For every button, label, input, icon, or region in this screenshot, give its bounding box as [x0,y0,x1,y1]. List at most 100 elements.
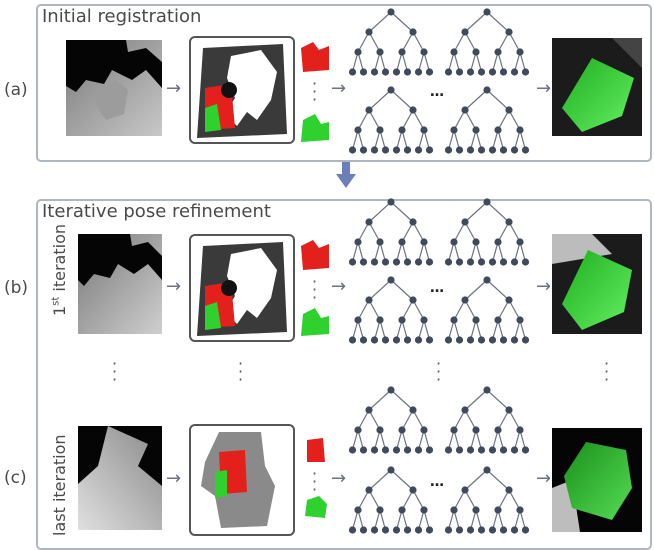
vertical-dots-row-1: ··· [112,354,118,389]
tree-node [455,336,464,344]
arrow-b3: → [536,276,552,297]
tree-node [398,126,406,134]
depth-image-a [66,40,162,136]
tree-edge [464,299,477,321]
tree-node [403,68,412,76]
tree-edge [368,469,392,491]
depth-image-a-graphic [66,40,162,136]
tree-edge [464,109,477,131]
tree-edge [497,221,510,243]
tree-node [510,336,519,344]
tree-node [466,526,475,534]
tree-node [450,426,458,434]
tree-node [409,486,417,494]
ellipsis-c: … [430,474,444,490]
vertical-dots-a: ··· [312,74,318,109]
tree-edge [453,221,466,243]
tree-node [516,506,524,514]
tree-node [359,258,368,266]
tree-edge [412,109,425,131]
tree-edge [453,31,466,53]
tree-node [381,258,390,266]
tree-node [488,258,497,266]
tree-edge [453,489,466,511]
binary-tree-icon [444,466,530,534]
tree-node [455,446,464,454]
binary-tree-icon [444,86,530,154]
tree-node [376,238,384,246]
tree-node [461,28,469,36]
tree-node [354,48,362,56]
tree-node [354,506,362,514]
tree-node [521,446,530,454]
tree-node [510,446,519,454]
tree-node [521,146,530,154]
tree-node [381,336,390,344]
feature-box-b [189,234,295,342]
tree-edge [486,279,510,301]
tree-edge [464,89,488,111]
tree-node [505,296,513,304]
tree-edge [497,109,510,131]
tree-node [370,68,379,76]
tree-node [450,126,458,134]
tree-node [510,526,519,534]
tree-edge [368,109,381,131]
tree-c4 [441,466,533,538]
tree-node [376,316,384,324]
tree-node [499,526,508,534]
arrow-c1: → [166,468,182,489]
tree-node [348,68,357,76]
tree-edge [486,469,510,491]
tree-edge [412,221,425,243]
patch-green-a [299,112,331,144]
tree-node [494,238,502,246]
tree-edge [486,201,510,223]
feature-image-a [197,44,287,138]
tree-node [466,336,475,344]
tree-node [461,296,469,304]
tree-node [477,146,486,154]
iteration-label-b: 1st iteration [50,224,69,316]
tree-node [425,258,434,266]
tree-node [444,446,453,454]
tree-a1 [345,8,437,80]
tree-node [398,426,406,434]
tree-node [510,68,519,76]
tree-node [348,146,357,154]
tree-node [494,506,502,514]
tree-node [521,526,530,534]
binary-tree-icon [348,466,434,534]
binary-tree-icon [348,86,434,154]
tree-node [499,146,508,154]
tree-node [472,238,480,246]
tree-edge [486,11,510,33]
tree-edge [390,389,414,411]
binary-tree-icon [348,198,434,266]
tree-edge [357,299,370,321]
tree-node [387,466,395,474]
tree-edge [401,109,414,131]
tree-node [365,486,373,494]
tree-node [472,316,480,324]
row-label-c: (c) [4,468,27,488]
feature-box-a [189,36,295,144]
binary-tree-icon [444,276,530,344]
row-label-b: (b) [4,278,29,298]
binary-tree-icon [444,8,530,76]
patch-red-c [303,436,329,464]
tree-node [392,68,401,76]
tree-edge [368,11,392,33]
tree-node [414,446,423,454]
arrow-c2: → [331,468,347,489]
tree-edge [401,221,414,243]
tree-edge [412,299,425,321]
tree-node [510,146,519,154]
tree-node [450,316,458,324]
tree-node [398,316,406,324]
tree-edge [464,201,488,223]
tree-edge [497,299,510,321]
tree-node [414,336,423,344]
tree-node [420,426,428,434]
tree-node [359,526,368,534]
